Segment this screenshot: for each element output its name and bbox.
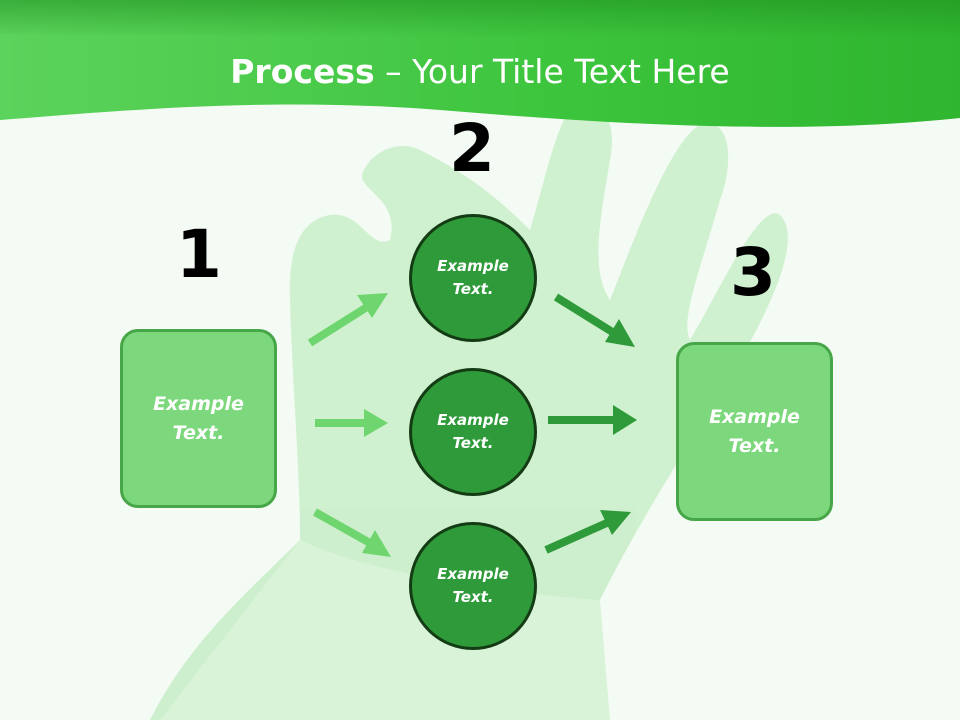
arrow-2bottom-to-3 — [544, 510, 631, 554]
arrows-dark — [544, 293, 637, 554]
step-number-1: 1 — [176, 216, 222, 293]
step-number-2: 2 — [449, 110, 495, 187]
step-2-circle-top: Example Text. — [409, 214, 537, 342]
step-2-circle-middle: Example Text. — [409, 368, 537, 496]
arrow-2middle-to-3 — [548, 405, 637, 435]
title-bold: Process — [230, 52, 375, 91]
arrow-2top-to-3 — [553, 293, 635, 347]
slide-title: Process – Your Title Text Here — [0, 52, 960, 91]
step-1-box: Example Text. — [120, 329, 277, 508]
step-2-text-bottom: Example Text. — [437, 565, 509, 606]
arrows-light — [307, 293, 391, 557]
step-1-text: Example Text. — [153, 392, 244, 444]
step-2-text-middle: Example Text. — [437, 411, 509, 452]
arrow-1-to-2-bottom — [313, 508, 391, 557]
arrow-1-to-2-middle — [315, 409, 388, 437]
step-3-text: Example Text. — [709, 405, 800, 457]
step-2-circle-bottom: Example Text. — [409, 522, 537, 650]
step-2-text-top: Example Text. — [437, 257, 509, 298]
arrow-1-to-2-top — [307, 293, 388, 347]
title-rest: – Your Title Text Here — [374, 52, 730, 91]
step-number-3: 3 — [730, 234, 776, 311]
step-3-box: Example Text. — [676, 342, 833, 521]
